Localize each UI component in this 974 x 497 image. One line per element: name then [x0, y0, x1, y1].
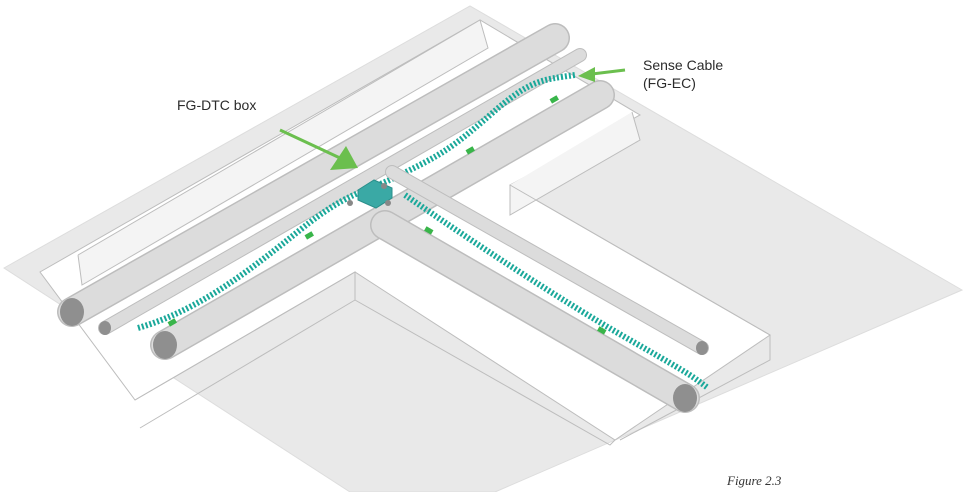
- clip: [597, 326, 607, 335]
- arrow-to-box: [279, 128, 358, 170]
- sense-cable-branch: [403, 192, 710, 391]
- sense-cable-label: Sense Cable (FG-EC): [643, 56, 723, 92]
- clip: [549, 95, 559, 104]
- clip: [304, 231, 314, 240]
- sense-cable-label-line1: Sense Cable: [643, 57, 724, 73]
- fg-dtc-box-label: FG-DTC box: [177, 97, 257, 113]
- arrow-to-cable: [578, 67, 626, 82]
- cable-clips: [167, 95, 607, 335]
- trench-wall-right-a: [509, 111, 641, 216]
- pipe-upper: [57, 23, 570, 327]
- pipe-thin: [98, 48, 587, 335]
- fg-dtc-box: [347, 179, 393, 209]
- trench-wall-front-a: [134, 271, 356, 429]
- sense-cable-label-line2: (FG-EC): [643, 75, 696, 91]
- clip: [424, 226, 434, 235]
- trench-wall-back: [77, 19, 489, 286]
- clip: [465, 146, 475, 155]
- trench-wall-front-b: [354, 299, 616, 446]
- pipe-branch-large: [370, 210, 700, 413]
- clip: [167, 318, 177, 327]
- figure-caption: Figure 2.3: [727, 473, 782, 488]
- pipe-branch-thin: [385, 165, 709, 355]
- sense-cable-main: [137, 72, 576, 331]
